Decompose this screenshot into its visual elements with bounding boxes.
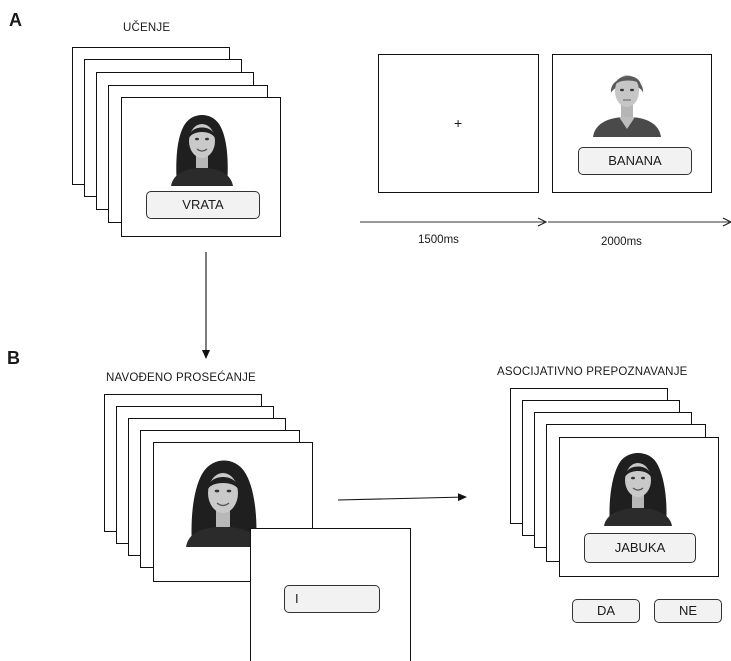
- stimulus-screen: BANANA: [552, 54, 712, 193]
- recognition-word-box: JABUKA: [584, 533, 696, 563]
- fixation-cross: +: [454, 115, 463, 131]
- yes-button[interactable]: DA: [572, 599, 640, 623]
- portrait-photo-icon: [604, 453, 672, 526]
- panel-a-label: A: [9, 10, 22, 30]
- stimulus-duration-label: 2000ms: [601, 236, 642, 248]
- no-button[interactable]: NE: [654, 599, 722, 623]
- recognition-card-front: JABUKA: [559, 437, 719, 577]
- trial-word-box: BANANA: [578, 147, 692, 175]
- learning-word-box: VRATA: [146, 191, 260, 219]
- fixation-duration-label: 1500ms: [418, 234, 459, 246]
- recall-to-recognition-arrow-icon: [337, 493, 467, 502]
- cue-input-field[interactable]: I: [284, 585, 380, 613]
- panel-b-label: B: [7, 348, 20, 368]
- recognition-caption: ASOCIJATIVNO PREPOZNAVANJE: [497, 366, 688, 378]
- guided-recall-caption: NAVOĐENO PROSEĆANJE: [106, 372, 256, 384]
- fixation-screen: +: [378, 54, 539, 193]
- portrait-photo-icon: [171, 115, 233, 186]
- portrait-photo-icon: [593, 75, 661, 137]
- learning-card-front: VRATA: [121, 97, 281, 237]
- cue-screen: I: [250, 528, 411, 661]
- learning-caption: UČENJE: [123, 22, 171, 34]
- portrait-photo-icon: [186, 460, 260, 547]
